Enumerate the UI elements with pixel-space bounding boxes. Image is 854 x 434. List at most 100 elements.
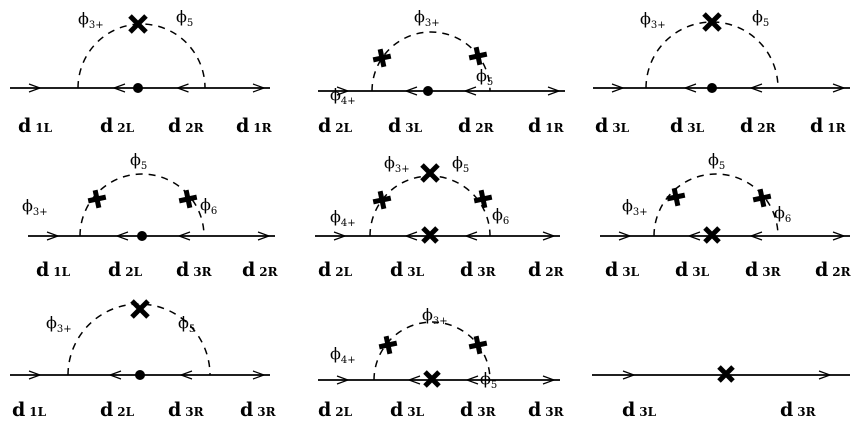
arrow-inner-left: [687, 231, 701, 241]
vertex-plus-stroke-v: [183, 189, 193, 209]
vertex-plus-stroke-v: [473, 335, 483, 355]
quark-label-main: d: [460, 259, 473, 281]
quark-label: d 1L: [12, 399, 47, 421]
phi-label-sub: 5: [719, 161, 725, 172]
quark-label-sub: 2L: [125, 265, 142, 279]
phi-label-main: ϕ: [422, 305, 433, 324]
phi-label-main: ϕ: [176, 7, 187, 26]
arrow-incoming: [622, 370, 636, 380]
quark-label-main: d: [12, 399, 25, 421]
quark-label-sub: 3R: [477, 265, 496, 279]
vertex-plus: [468, 335, 488, 355]
quark-label-sub: 3L: [687, 121, 704, 135]
quark-label-main: d: [242, 259, 255, 281]
phi-label-main: ϕ: [330, 85, 341, 104]
vertex-cross-stroke-b: [128, 14, 148, 34]
arrow-incoming: [336, 86, 350, 96]
phi-label-sub: 5: [463, 164, 469, 175]
arrow-inner-right: [464, 231, 478, 241]
quark-label-sub: 3L: [692, 265, 709, 279]
phi-label: ϕ5: [480, 369, 497, 391]
quark-label-sub: 2L: [335, 121, 352, 135]
quark-label-sub: 2R: [475, 121, 494, 135]
quark-label-main: d: [240, 399, 253, 421]
vertex-plus: [372, 190, 392, 210]
arrow-incoming: [618, 231, 632, 241]
phi-label-main: ϕ: [22, 196, 33, 215]
phi-label-sub: 5: [187, 18, 193, 29]
vertex-plus-stroke-v: [671, 187, 681, 207]
phi-label-main: ϕ: [384, 153, 395, 172]
arrow-inner-right: [463, 86, 477, 96]
quark-label-sub: 1R: [827, 121, 846, 135]
arrow-incoming: [336, 375, 350, 385]
arrow-incoming: [46, 231, 60, 241]
vertex-plus: [378, 335, 398, 355]
quark-label-main: d: [815, 259, 828, 281]
quark-label-main: d: [36, 259, 49, 281]
phi-label: ϕ3+: [640, 9, 666, 31]
phi-label-main: ϕ: [330, 207, 341, 226]
quark-label-main: d: [100, 115, 113, 137]
phi-label: ϕ5: [708, 150, 725, 172]
phi-label-main: ϕ: [480, 369, 491, 388]
phi-label: ϕ5: [476, 66, 493, 88]
quark-label-sub: 1L: [53, 265, 70, 279]
mass-insertion-cross-stroke-b: [423, 370, 441, 388]
phi-label: ϕ4+: [330, 344, 356, 366]
quark-label-sub: 3L: [612, 121, 629, 135]
vertex-plus: [468, 46, 488, 66]
mass-insertion-cross: [717, 365, 735, 383]
phi-label-sub: 3+: [33, 207, 48, 218]
mass-insertion-dot: [707, 83, 717, 93]
vertex-plus-stroke-v: [757, 188, 767, 208]
phi-label: ϕ5: [752, 7, 769, 29]
quark-label-main: d: [670, 115, 683, 137]
scalar-loop: [645, 21, 779, 89]
arrow-inner-left: [404, 86, 418, 96]
arrow-outgoing: [252, 370, 266, 380]
quark-label-main: d: [318, 259, 331, 281]
quark-label-sub: 2R: [832, 265, 851, 279]
quark-label-main: d: [18, 115, 31, 137]
quark-label-main: d: [108, 259, 121, 281]
phi-label-main: ϕ: [78, 9, 89, 28]
quark-label-main: d: [318, 115, 331, 137]
vertex-plus-stroke-v: [478, 189, 488, 209]
quark-label: d 1L: [36, 259, 71, 281]
phi-label-sub: 3+: [633, 207, 648, 218]
quark-label-main: d: [390, 399, 403, 421]
arrow-inner-left: [407, 375, 421, 385]
phi-label-main: ϕ: [452, 153, 463, 172]
phi-label: ϕ3+: [78, 9, 104, 31]
quark-label-sub: 3R: [193, 265, 212, 279]
arrow-incoming: [28, 83, 42, 93]
phi-label-sub: 4+: [341, 218, 356, 229]
quark-label-main: d: [745, 259, 758, 281]
arrow-inner-left: [404, 231, 418, 241]
phi-label-sub: 3+: [57, 324, 72, 335]
arrow-outgoing: [542, 375, 556, 385]
mass-insertion-cross-stroke-b: [717, 365, 735, 383]
phi-label-sub: 6: [211, 206, 217, 217]
quark-label-sub: 1L: [29, 405, 46, 419]
phi-label: ϕ3+: [46, 313, 72, 335]
phi-label-sub: 3+: [651, 20, 666, 31]
quark-label-main: d: [460, 399, 473, 421]
scalar-loop: [67, 303, 211, 376]
phi-label-main: ϕ: [130, 150, 141, 169]
quark-label: d 3R: [460, 259, 497, 281]
